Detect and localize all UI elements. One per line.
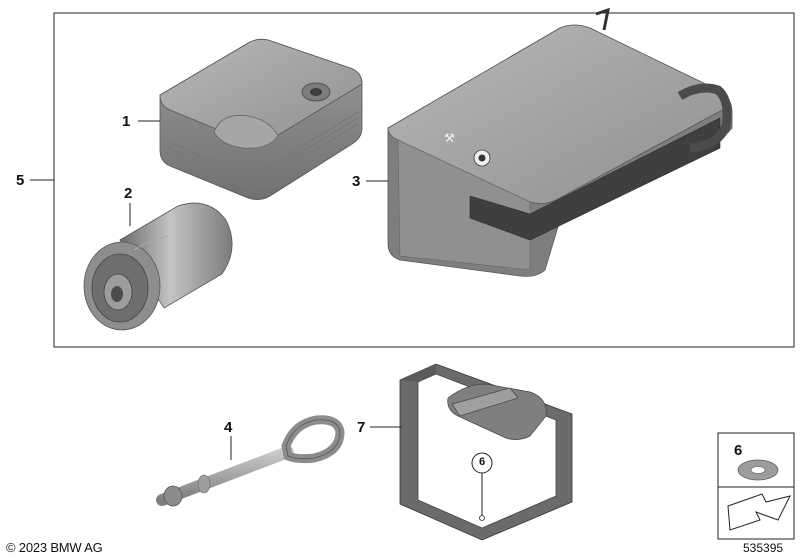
towing-eye-part[interactable] [156, 415, 345, 507]
sealant-container-part[interactable] [159, 38, 363, 200]
callout-5: 5 [16, 172, 25, 189]
callout-7: 7 [357, 419, 366, 436]
legend-number: 6 [734, 442, 743, 459]
callout-circle-6 [471, 452, 493, 474]
copyright-notice: © 2023 BMW AG [6, 540, 103, 555]
strap-bracket-part[interactable] [399, 363, 573, 541]
arrow-indicator-icon [727, 493, 791, 531]
callout-1: 1 [122, 113, 131, 130]
legend-box [717, 432, 795, 540]
callout-2: 2 [124, 185, 133, 202]
cartridge-part[interactable] [83, 202, 233, 331]
wrench-symbol-icon: ⚒ [444, 131, 455, 145]
diagram-id: 535395 [743, 541, 784, 555]
callout-4: 4 [224, 419, 233, 436]
callout-6-label: 6 [478, 456, 486, 468]
compressor-case-part[interactable]: ⚒ [387, 7, 733, 277]
callout-3: 3 [352, 173, 361, 190]
